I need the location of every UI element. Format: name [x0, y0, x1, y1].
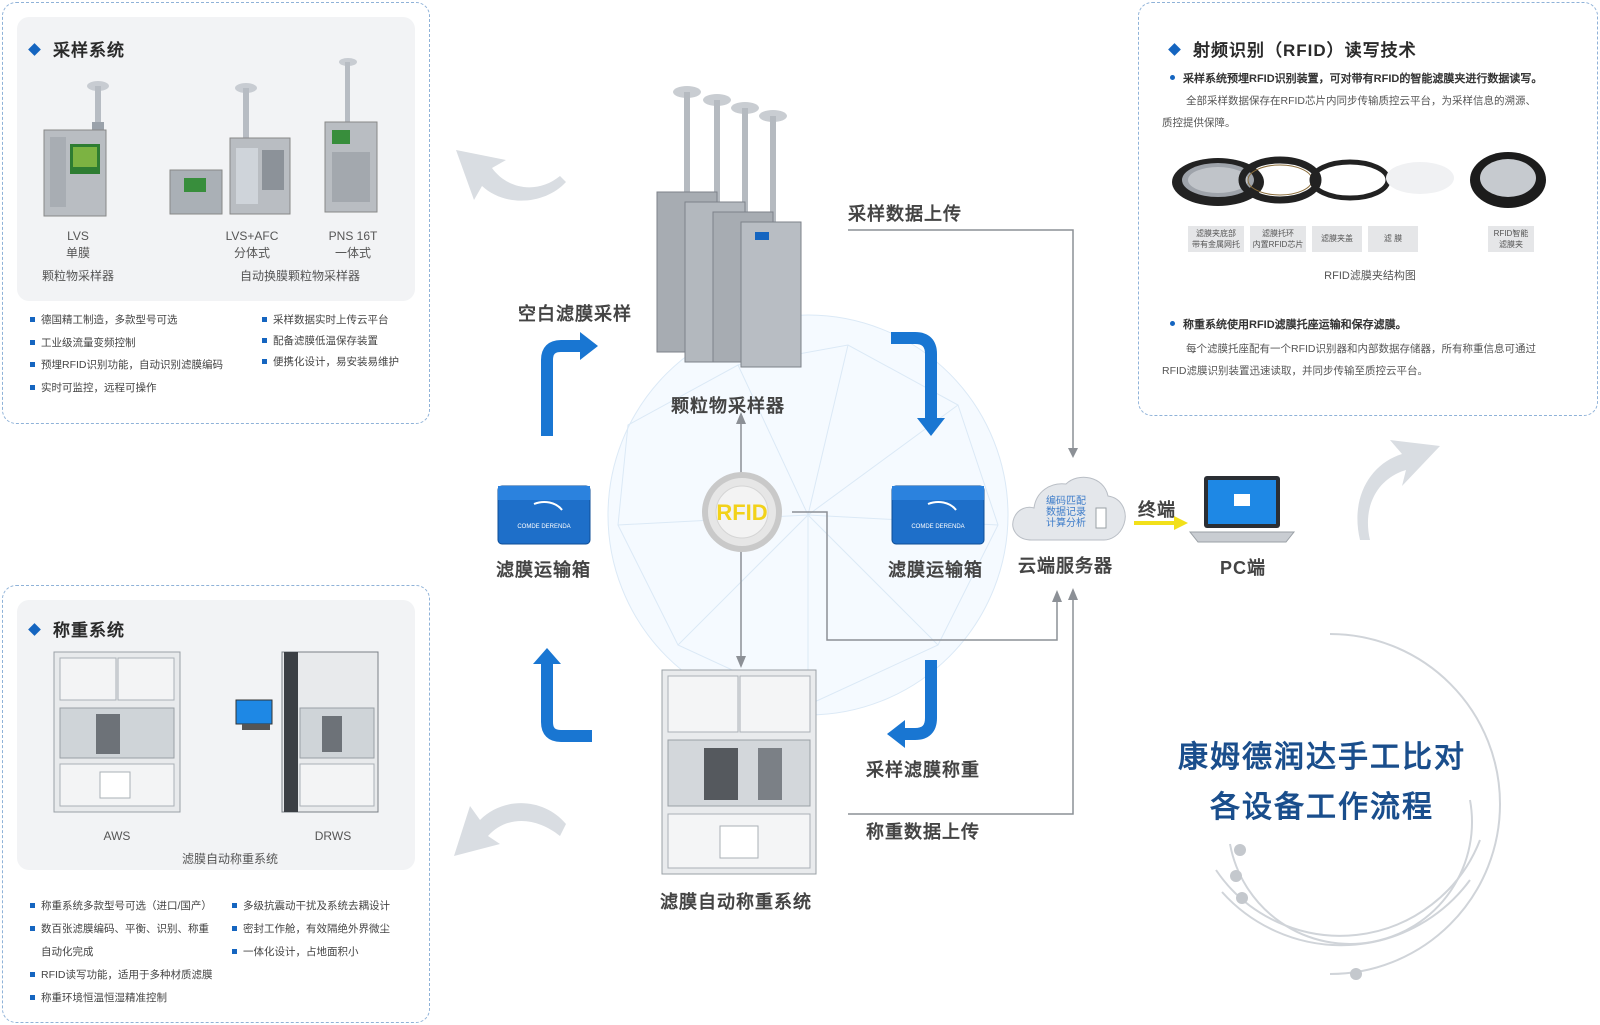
cloud-server-icon: 编码匹配 数据记录 计算分析 [1012, 476, 1126, 541]
drws-label: DRWS [314, 829, 352, 843]
ring-decoration [1215, 633, 1501, 980]
filter-transport-box-left-label: 滤膜运输箱 [496, 560, 591, 580]
rfid-result-tag: RFID智能 滤膜夹 [1488, 226, 1534, 252]
terminal-label: 终端 [1138, 500, 1176, 520]
rfid-point2-title: 称重系统使用RFID滤膜托座运输和保存滤膜。 [1170, 316, 1407, 332]
rfid-point1-body-a: 全部采样数据保存在RFID芯片内同步传输质控云平台，为采样信息的溯源、 [1186, 95, 1536, 107]
rfid-part-label: 内置RFID芯片 [1252, 240, 1304, 249]
aws-label: AWS [103, 829, 131, 843]
pc-label: PC端 [1220, 558, 1267, 578]
pns16t-model: PNS 16T [328, 229, 378, 243]
lvs-afc-model: LVS+AFC [225, 229, 279, 243]
weighing-feature: 称重环境恒温恒湿精准控制 [30, 990, 167, 1006]
decor-arrow-right [1357, 440, 1440, 540]
weighing-feature: 一体化设计，占地面积小 [232, 944, 359, 960]
rfid-panel-title: 射频识别（RFID）读写技术 [1170, 36, 1417, 61]
particulate-sampler-image [656, 86, 802, 368]
weighing-feature: 称重系统多款型号可选（进口/国产） [30, 898, 212, 914]
headline-line2: 各设备工作流程 [1210, 791, 1434, 824]
rfid-smart-holder-image [1470, 152, 1546, 208]
sample-filter-weighing-label: 采样滤膜称重 [866, 760, 980, 780]
rfid-result-label: RFID智能 [1493, 229, 1529, 238]
aws-weighing-image [53, 651, 181, 813]
rfid-result-label: 滤膜夹 [1499, 240, 1523, 249]
sampling-feature: 德国精工制造，多款型号可选 [30, 312, 178, 328]
lvs-afc-caption: LVS+AFC 分体式 [212, 228, 292, 262]
auto-weighing-system-label: 滤膜自动称重系统 [660, 892, 812, 912]
headline-line1: 康姆德润达手工比对 [1178, 741, 1466, 774]
weighing-data-upload-label: 称重数据上传 [866, 822, 980, 842]
rfid-chip-text: RFID [716, 500, 767, 525]
filter-transport-box-left-image: COMDE DERENDA [497, 485, 591, 545]
drws-weighing-image [235, 651, 379, 813]
decor-arrow-bottom-left [454, 803, 566, 856]
rfid-part-label: 带有金属网托 [1192, 240, 1240, 249]
pns16t-sampler-image [324, 58, 378, 213]
lvs-afc-type: 分体式 [233, 246, 270, 260]
rfid-part-label: 滤膜托环 [1262, 229, 1294, 238]
sampling-feature: 预埋RFID识别功能，自动识别滤膜编码 [30, 357, 223, 373]
weighing-feature: RFID读写功能，适用于多种材质滤膜 [30, 967, 213, 983]
pns16t-type: 一体式 [334, 246, 371, 260]
rfid-chip-icon: RFID [702, 472, 782, 552]
rfid-point2-body-a: 每个滤膜托座配有一个RFID识别器和内部数据存储器，所有称重信息可通过 [1186, 343, 1536, 355]
cloud-inner-text: 计算分析 [1046, 516, 1086, 529]
sampler-group-label: 颗粒物采样器 [41, 269, 114, 283]
rfid-part-tag: 滤膜夹盖 [1312, 226, 1362, 252]
cloud-inner-text: 编码匹配 [1046, 494, 1086, 507]
box-logo-right: COMDE DERENDA [911, 524, 964, 530]
rfid-part-label: 滤膜夹盖 [1321, 234, 1353, 243]
filter-transport-box-right-label: 滤膜运输箱 [888, 560, 983, 580]
pc-laptop-icon [1188, 476, 1296, 543]
sampling-data-upload-label: 采样数据上传 [848, 204, 962, 224]
sampling-feature: 工业级流量变频控制 [30, 335, 136, 351]
rfid-part-tag: 滤膜夹底部 带有金属网托 [1188, 226, 1244, 252]
weighing-feature: 密封工作舱，有效隔绝外界微尘 [232, 921, 390, 937]
lvs-caption: LVS 单膜 [38, 228, 118, 262]
rfid-point1-body-b: 质控提供保障。 [1162, 117, 1236, 129]
rfid-part-tag: 滤 膜 [1368, 226, 1418, 252]
rfid-point1-title: 采样系统预埋RFID识别装置，可对带有RFID的智能滤膜夹进行数据读写。 [1170, 70, 1542, 86]
sampling-feature: 实时可监控，远程可操作 [30, 380, 157, 396]
box-logo-left: COMDE DERENDA [517, 524, 570, 530]
cloud-server-label: 云端服务器 [1018, 556, 1113, 576]
weighing-feature: 数百张滤膜编码、平衡、识别、称重 [30, 921, 209, 937]
lvs-afc-sampler-image [169, 83, 291, 215]
sampling-panel [2, 2, 430, 424]
lvs-model: LVS [67, 229, 89, 243]
sampling-feature: 便携化设计，易安装易维护 [262, 354, 399, 370]
weighing-panel-title: 称重系统 [30, 616, 125, 641]
sampling-feature: 采样数据实时上传云平台 [262, 312, 389, 328]
auto-weighing-system-image [661, 669, 817, 875]
sampling-panel-title: 采样系统 [30, 36, 125, 61]
rfid-part-label: 滤膜夹底部 [1196, 229, 1236, 238]
particulate-sampler-label: 颗粒物采样器 [671, 396, 785, 416]
sampling-feature: 配备滤膜低温保存装置 [262, 333, 378, 349]
decor-arrow-top-left [456, 150, 566, 201]
cloud-inner-text: 数据记录 [1046, 505, 1086, 518]
rfid-part-label: 滤 膜 [1383, 234, 1403, 243]
pns16t-caption: PNS 16T 一体式 [313, 228, 393, 262]
auto-sampler-group-label: 自动换膜颗粒物采样器 [239, 269, 360, 283]
blank-filter-sampling-label: 空白滤膜采样 [518, 304, 632, 324]
weighing-feature: 自动化完成 [41, 946, 94, 958]
lvs-sampler-image [43, 81, 109, 217]
weighing-group-label: 滤膜自动称重系统 [181, 852, 278, 866]
rfid-part-tag: 滤膜托环 内置RFID芯片 [1250, 226, 1306, 252]
lvs-type: 单膜 [65, 246, 90, 260]
rfid-filter-holder-diagram [1172, 156, 1532, 206]
weighing-feature: 多级抗震动干扰及系统去耦设计 [232, 898, 390, 914]
rfid-point2-body-b: RFID滤膜识别装置迅速读取，并同步传输至质控云平台。 [1162, 365, 1428, 377]
filter-transport-box-right-image: COMDE DERENDA [891, 485, 985, 545]
rfid-diagram-caption: RFID滤膜夹结构图 [1324, 270, 1416, 282]
